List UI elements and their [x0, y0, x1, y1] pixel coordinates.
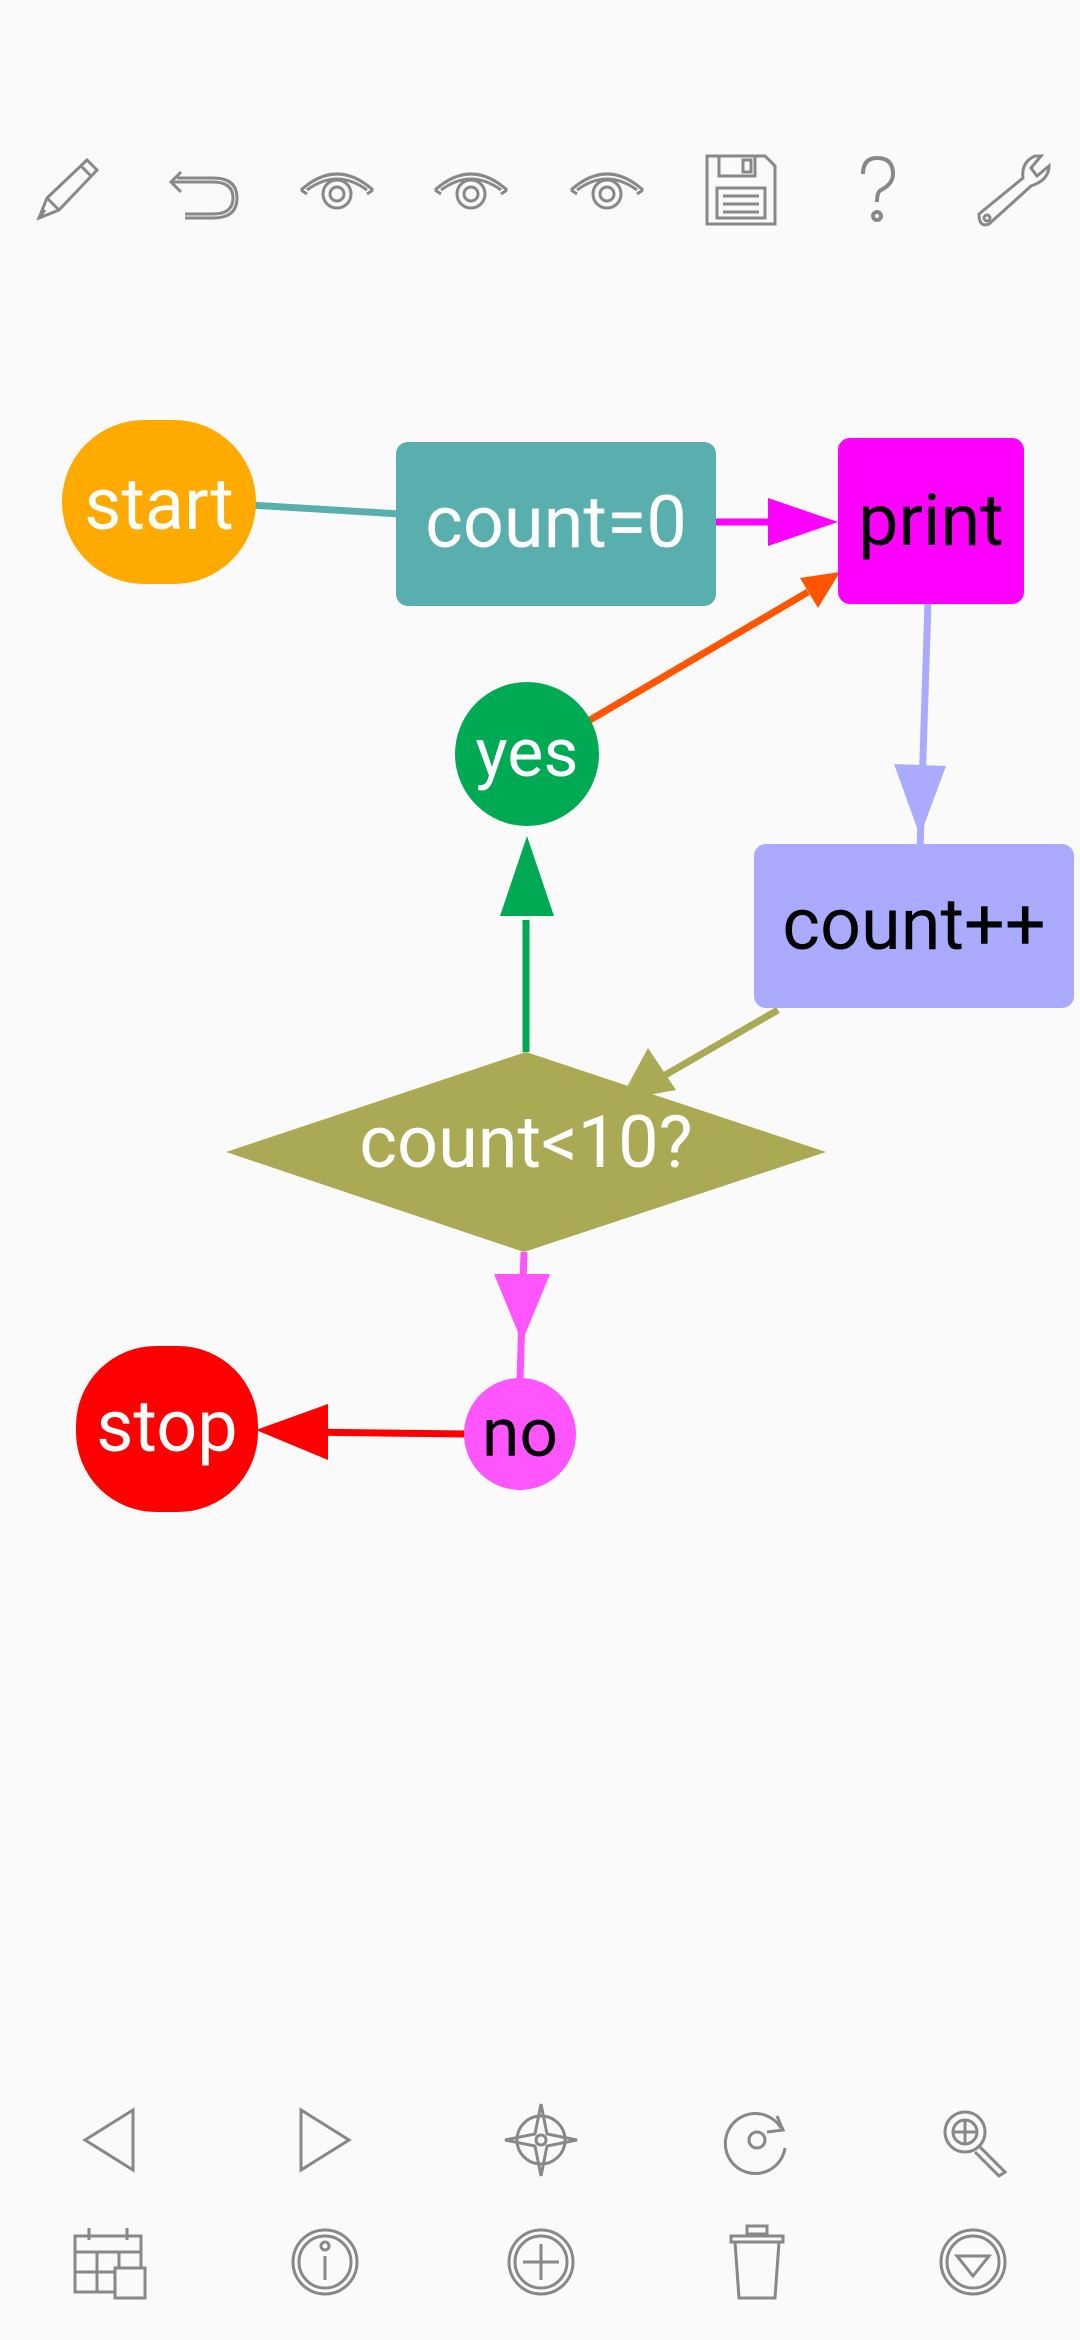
node-countpp-label: count++: [782, 882, 1045, 967]
delete-trash-icon[interactable]: [702, 2212, 812, 2312]
info-icon[interactable]: [270, 2212, 380, 2312]
edge-start-count0[interactable]: [249, 501, 401, 518]
node-yes[interactable]: yes: [455, 682, 599, 826]
node-yes-label: yes: [476, 713, 579, 793]
view-eye-icon-3[interactable]: [552, 135, 662, 245]
save-disk-icon[interactable]: [686, 135, 796, 245]
node-cond-label: count<10?: [359, 1100, 692, 1185]
center-compass-icon[interactable]: [486, 2090, 596, 2190]
node-print[interactable]: print: [838, 438, 1024, 604]
node-cond[interactable]: count<10?: [226, 1052, 826, 1252]
node-start[interactable]: start: [62, 420, 256, 584]
edge-cond-no-arrowhead: [494, 1274, 550, 1342]
zoom-icon[interactable]: [918, 2090, 1028, 2190]
edge-count0-print-arrowhead: [768, 498, 838, 546]
help-question-icon[interactable]: [822, 135, 932, 245]
node-count0-label: count=0: [425, 480, 687, 565]
edge-countpp-cond[interactable]: [658, 1006, 780, 1082]
node-no-label: no: [482, 1393, 558, 1473]
previous-triangle-icon[interactable]: [54, 2090, 164, 2190]
grid-layout-icon[interactable]: [54, 2212, 164, 2312]
edge-yes-print[interactable]: [588, 588, 810, 724]
node-stop-label: stop: [96, 1384, 238, 1469]
edge-no-stop-arrowhead: [256, 1404, 328, 1460]
edit-pencil-icon[interactable]: [12, 135, 122, 245]
settings-wrench-icon[interactable]: [958, 135, 1068, 245]
edge-print-countpp-arrowhead: [894, 764, 946, 836]
edge-yes-print-arrowhead: [800, 572, 840, 608]
view-eye-icon-2[interactable]: [416, 135, 526, 245]
node-no[interactable]: no: [464, 1378, 576, 1490]
bottom-toolbar: [0, 2090, 1080, 2320]
dropdown-menu-icon[interactable]: [918, 2212, 1028, 2312]
node-stop[interactable]: stop: [76, 1346, 258, 1512]
flowchart-canvas[interactable]: start count=0 print yes count++ count<10…: [0, 380, 1080, 1600]
view-eye-icon-1[interactable]: [282, 135, 392, 245]
edge-cond-yes-arrowhead: [500, 836, 554, 916]
refresh-icon[interactable]: [702, 2090, 812, 2190]
node-start-label: start: [84, 462, 234, 547]
next-triangle-icon[interactable]: [270, 2090, 380, 2190]
node-print-label: print: [858, 478, 1004, 563]
node-count0[interactable]: count=0: [396, 442, 716, 606]
undo-icon[interactable]: [148, 135, 258, 245]
node-countpp[interactable]: count++: [754, 844, 1074, 1008]
add-node-icon[interactable]: [486, 2212, 596, 2312]
edge-countpp-cond-arrowhead: [620, 1048, 676, 1100]
top-toolbar: [0, 135, 1080, 245]
